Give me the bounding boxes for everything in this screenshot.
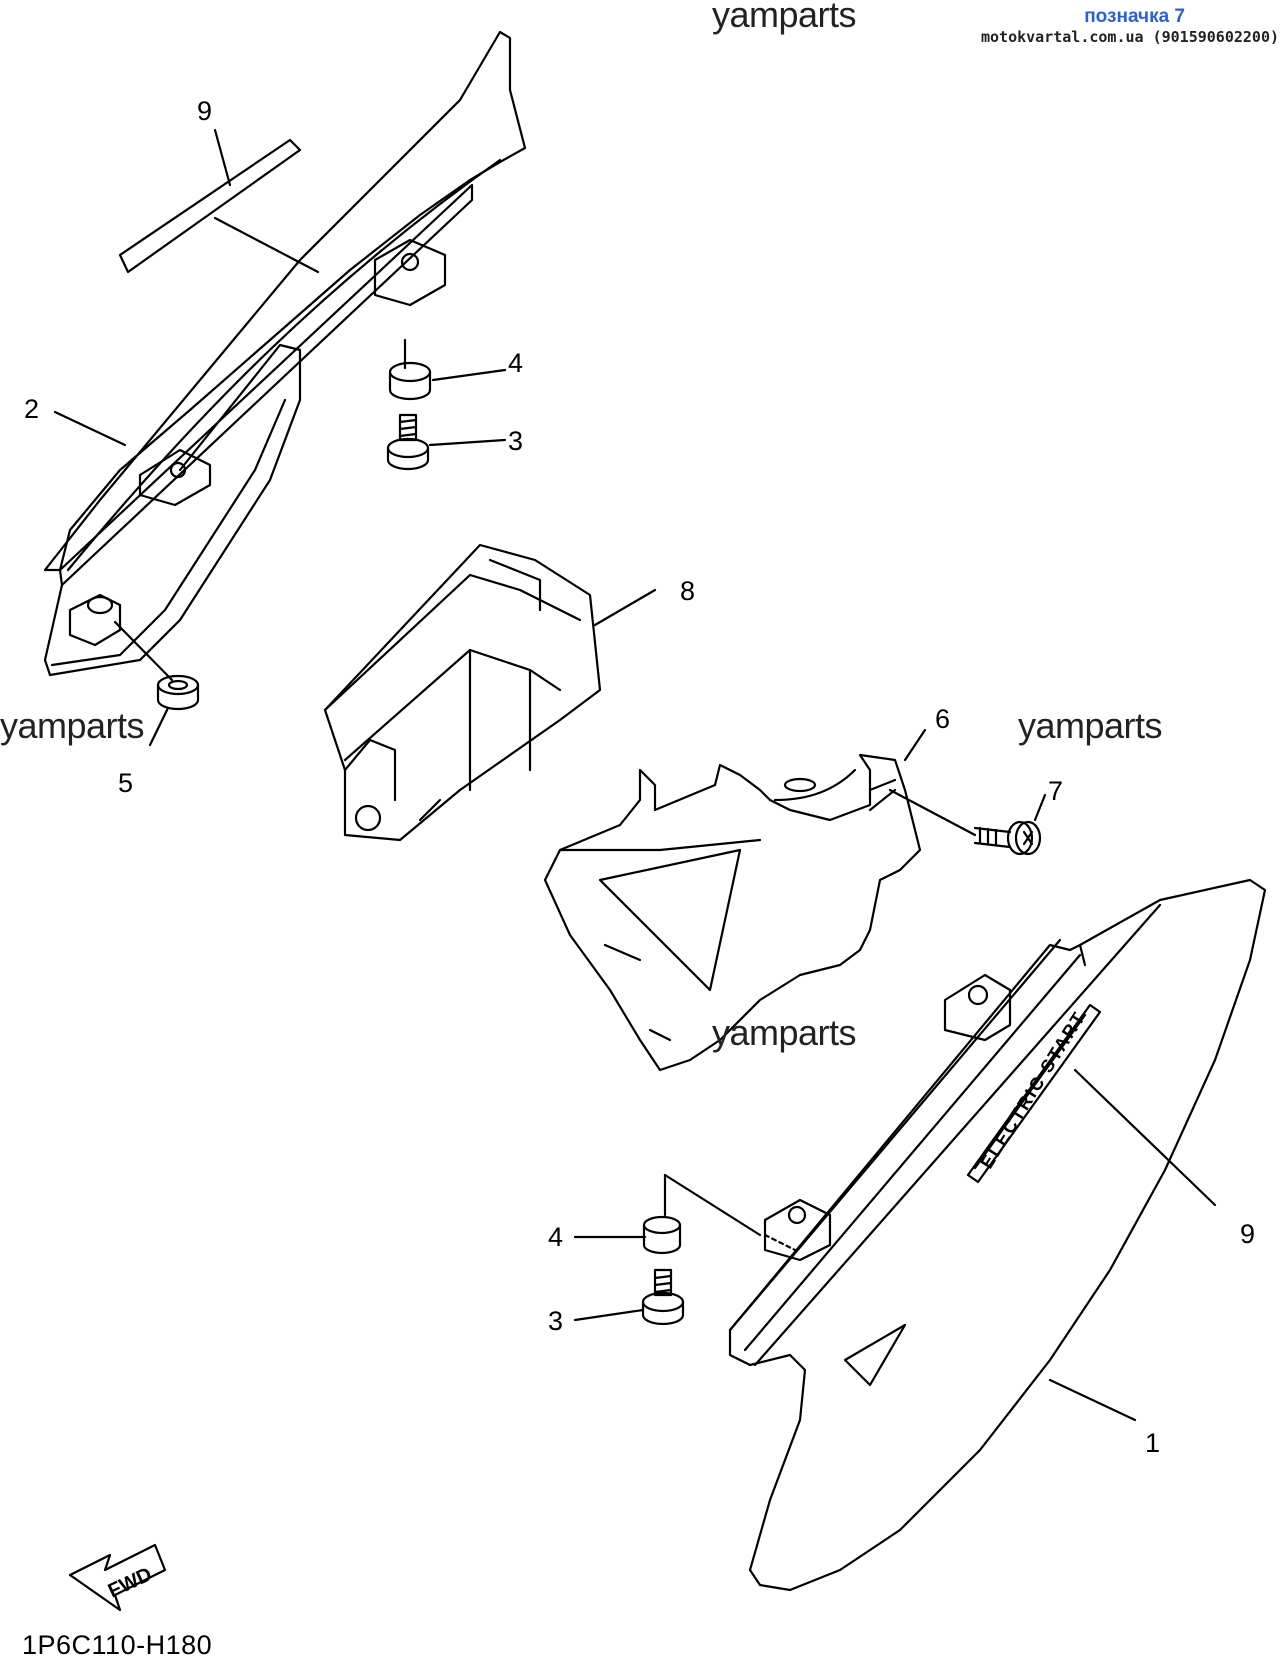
bolt-top bbox=[386, 413, 430, 471]
callout-1: 1 bbox=[1145, 1428, 1160, 1458]
fwd-label: FWD bbox=[105, 1563, 156, 1602]
grommet bbox=[156, 674, 200, 711]
diagram-code: 1P6C110-H180 bbox=[22, 1630, 213, 1660]
watermark-top: yamparts bbox=[712, 0, 857, 35]
battery-box bbox=[323, 543, 602, 842]
screw bbox=[973, 820, 1042, 856]
callout-9-top: 9 bbox=[197, 96, 212, 126]
battery-cover bbox=[543, 753, 922, 1072]
callout-4-bottom: 4 bbox=[548, 1222, 563, 1252]
fwd-arrow-icon bbox=[68, 1543, 167, 1612]
callout-3-bottom: 3 bbox=[548, 1306, 563, 1336]
side-cover-left bbox=[43, 30, 527, 677]
callout-6: 6 bbox=[935, 704, 950, 734]
callout-8: 8 bbox=[680, 576, 695, 606]
watermark-left: yamparts bbox=[0, 705, 145, 746]
callout-3-top: 3 bbox=[508, 426, 523, 456]
header-label: позначка 7 bbox=[1084, 6, 1185, 27]
watermark-center: yamparts bbox=[712, 1012, 857, 1053]
callout-4-top: 4 bbox=[508, 348, 523, 378]
callout-2: 2 bbox=[24, 394, 39, 424]
watermark-right: yamparts bbox=[1018, 705, 1163, 746]
electric-start-badge: ELECTRIC START bbox=[976, 1007, 1089, 1172]
collar-bottom bbox=[642, 1215, 682, 1255]
bolt-bottom bbox=[641, 1268, 685, 1326]
decal-stripe-top bbox=[118, 138, 302, 274]
callout-5: 5 bbox=[118, 768, 133, 798]
header-site: motokvartal.com.ua (901590602200) bbox=[980, 28, 1279, 46]
side-cover-right bbox=[728, 878, 1267, 1592]
collar-top bbox=[388, 361, 432, 401]
callout-7: 7 bbox=[1048, 776, 1063, 806]
callout-9-bottom: 9 bbox=[1240, 1219, 1255, 1249]
